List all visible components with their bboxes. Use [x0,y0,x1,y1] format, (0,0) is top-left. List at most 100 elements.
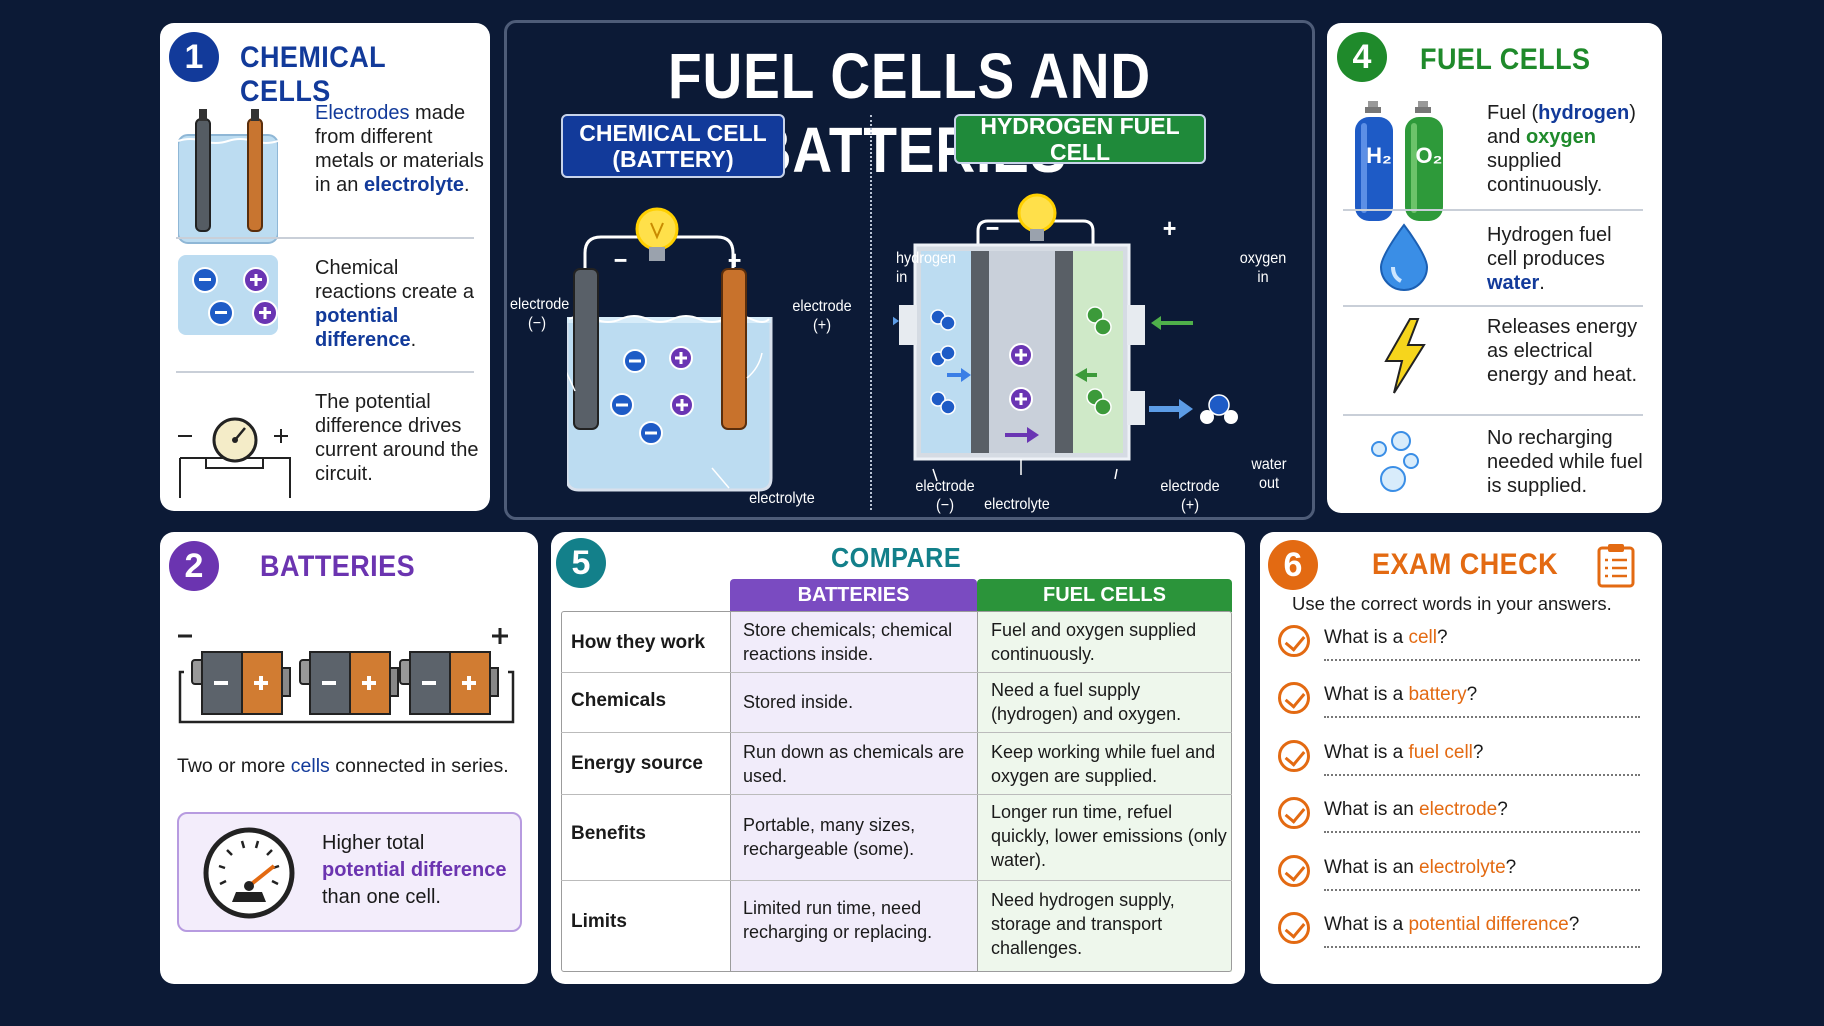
fc-electrode-neg-label: electrode (−) [915,478,975,514]
fuel-cell-plus-label: + [1162,213,1177,243]
batteries-cell: Portable, many sizes, rechargeable (some… [743,815,916,859]
batteries-cell: Store chemicals; chemical reactions insi… [743,620,953,664]
question-suffix: ? [1466,684,1478,705]
electrolyte-term: electrolyte [363,174,464,196]
electrodes-term: Electrodes [315,102,410,124]
divider [1343,209,1643,211]
exam-check-title: EXAM CHECK [1372,548,1559,581]
voltmeter-circuit-icon [178,417,291,498]
o2-label: O₂ [1415,143,1443,168]
batteries-cell: Stored inside. [743,692,854,712]
answer-line[interactable] [1324,889,1640,891]
bubbles-icon [1371,431,1419,492]
fc-electrolyte-label: electrolyte [984,496,1050,513]
table-row: How they work Store chemicals; chemical … [561,612,1232,672]
batteries-card: 2 BATTERIES Two or more cells conn [160,532,538,984]
column-divider [977,612,978,972]
water-drop-icon [1379,223,1429,291]
answer-line[interactable] [1324,716,1640,718]
answer-line[interactable] [1324,946,1640,948]
potential-difference-term: potential difference [322,859,507,881]
answer-line[interactable] [1324,659,1640,661]
water-text-2: . [1539,272,1545,294]
series-description: Two or more cells connected in series. [177,754,527,778]
table-row: Benefits Portable, many sizes, rechargea… [561,794,1232,880]
fuel-cell-tag: HYDROGEN FUEL CELL [954,113,1206,165]
gas-cylinders-icon [1355,101,1443,221]
fuel-supply-description: Fuel (hydrogen) and oxygen supplied cont… [1487,101,1657,197]
answer-line[interactable] [1324,774,1640,776]
check-icon [1278,740,1310,772]
question-term: electrode [1419,799,1498,820]
question-prefix: What is an [1324,857,1420,878]
question-text: What is a fuel cell? [1324,742,1483,764]
question-text: What is a battery? [1324,684,1477,706]
section-number-4: 4 [1337,32,1387,82]
question-suffix: ? [1437,627,1448,648]
question-text: What is an electrolyte? [1324,857,1516,879]
h2-label: H₂ [1366,143,1392,168]
ions-icon [178,255,278,335]
question-suffix: ? [1497,799,1508,820]
hydrogen-in-label: hydrogen in [896,250,957,286]
higher-pd-line-1: Higher total [322,832,425,854]
oxygen-in-label: oxygen in [1239,250,1287,286]
question-suffix: ? [1472,742,1484,763]
fuel-cell: Longer run time, refuel quickly, lower e… [991,802,1227,870]
battery-minus-label: − [613,245,628,275]
battery-electrode-pos-label: electrode (+) [792,298,852,334]
divider [1343,414,1643,416]
check-icon [1278,797,1310,829]
clipboard-icon [1597,544,1635,588]
row-header: Chemicals [571,690,667,711]
water-text-1: Hydrogen fuel cell produces [1487,224,1612,270]
check-icon [1278,855,1310,887]
question-term: potential difference [1408,914,1569,935]
battery-electrode-neg-label: electrode (−) [510,296,570,332]
fuel-text-3: supplied continuously. [1487,150,1603,196]
table-row: Chemicals Stored inside. Need a fuel sup… [561,672,1232,732]
question-suffix: ? [1568,914,1580,935]
no-recharge-description: No recharging needed while fuel is suppl… [1487,427,1643,497]
section-number-1: 1 [169,32,219,82]
fuel-column-header: FUEL CELLS [977,579,1232,612]
fuel-cell: Keep working while fuel and oxygen are s… [991,742,1216,786]
cells-term: cells [290,755,330,777]
answer-line[interactable] [1324,831,1640,833]
question-prefix: What is a [1324,742,1409,763]
fuel-cell-diagram [893,193,1238,482]
batteries-cell: Run down as chemicals are used. [743,742,965,786]
question-prefix: What is an [1324,799,1420,820]
table-outline [561,611,1232,972]
potential-difference-term: potential difference [315,305,411,351]
lightning-bolt-icon [1384,318,1426,394]
battery-tag: CHEMICAL CELL (BATTERY) [561,114,785,178]
section-number-5: 5 [556,538,606,588]
question-text: What is a potential difference? [1324,914,1579,936]
electrodes-description: Electrodes made from different metals or… [315,101,487,197]
series-text-2: connected in series. [329,755,509,777]
electrodes-beaker-icon [178,109,278,244]
compare-card: 5 COMPARE BATTERIES FUEL CELLS How they … [551,532,1245,984]
fuel-cell: Need hydrogen supply, storage and transp… [991,890,1175,958]
column-divider [730,612,731,972]
row-header: Energy source [571,753,703,774]
divider-dotted [870,115,872,510]
fuel-cell-minus-label: − [985,213,1000,243]
chemical-cells-title: CHEMICAL CELLS [240,41,386,108]
battery-diagram [567,207,773,492]
batteries-title: BATTERIES [260,550,416,583]
series-text-1: Two or more [177,755,291,777]
water-term: water [1487,272,1540,294]
higher-pd-text: Higher total potential difference than o… [322,830,512,911]
battery-plus-label: + [727,245,742,275]
fuel-cell: Need a fuel supply (hydrogen) and oxygen… [991,680,1182,724]
electrodes-text-1: made from different metals or materials … [315,102,484,196]
question-term: fuel cell [1408,742,1473,763]
row-header: How they work [571,632,706,653]
question-term: electrolyte [1419,857,1506,878]
question-prefix: What is a [1324,627,1409,648]
row-header: Benefits [571,823,646,844]
divider [176,371,474,373]
battery-series-icon [178,628,515,724]
